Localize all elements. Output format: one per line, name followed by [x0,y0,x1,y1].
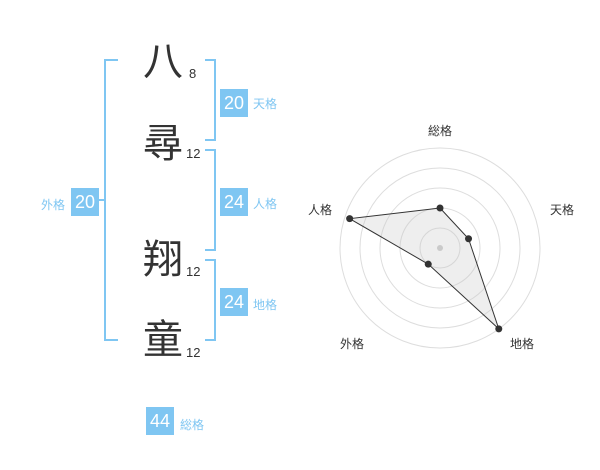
radar-ring [379,187,501,309]
name-char-3: 翔 [143,237,183,283]
radar-axis-label-soukaku: 総格 [428,124,453,138]
radar-point-4 [346,215,354,223]
chikaku-bracket [205,259,216,341]
radar-axis-label-chikaku: 地格 [510,337,535,351]
radar-point-1 [465,235,473,243]
radar-axis-label-tenkaku: 天格 [550,203,575,217]
radar-axis-label-jinkaku: 人格 [308,203,333,217]
radar-point-0 [436,204,444,212]
radar-point-2 [495,325,503,333]
stroke-count-3: 12 [186,264,201,279]
radar-center-dot [437,245,443,251]
jinkaku-label: 人格 [253,197,278,211]
tenkaku-badge: 20 [220,89,248,117]
stroke-count-4: 12 [186,345,201,360]
chikaku-badge: 24 [220,288,248,316]
name-char-2: 尋 [143,121,183,167]
gaikaku-label: 外格 [41,198,66,212]
name-char-1: 八 [143,39,183,85]
stroke-count-1: 8 [189,66,197,81]
tenkaku-label: 天格 [253,97,278,111]
soukaku-badge: 44 [146,407,174,435]
jinkaku-bracket [205,149,216,251]
radar-ring [359,167,521,329]
jinkaku-badge: 24 [220,188,248,216]
soukaku-label: 総格 [180,418,205,432]
radar-ring [419,227,461,269]
radar-point-3 [424,260,432,268]
radar-ring [339,147,541,349]
stroke-count-2: 12 [186,146,201,161]
tenkaku-bracket [205,59,216,141]
radar-axis-label-gaikaku: 外格 [340,337,365,351]
gaikaku-badge: 20 [71,188,99,216]
chikaku-label: 地格 [253,298,278,312]
radar-series-polygon [348,207,500,330]
name-char-4: 童 [143,317,183,363]
